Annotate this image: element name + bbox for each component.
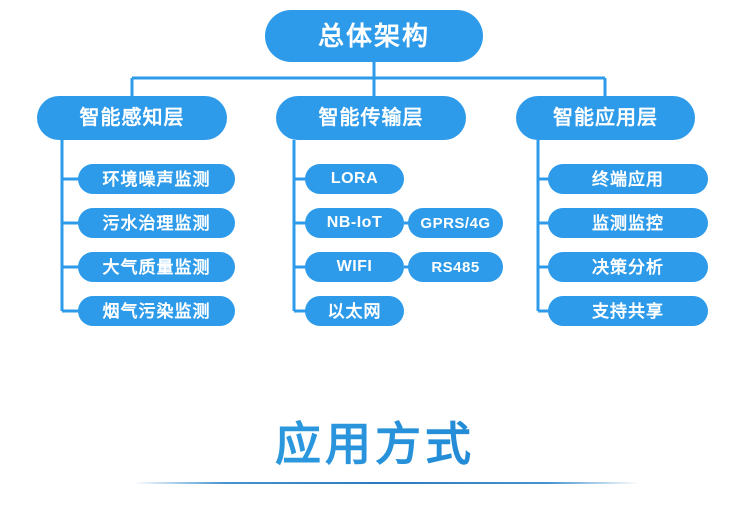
node-side-gprs-4g[interactable]: GPRS/4G [408,208,503,238]
node-leaf-transmission-4[interactable]: 以太网 [305,296,404,326]
node-leaf-perception-4[interactable]: 烟气污染监测 [78,296,235,326]
node-layer-application[interactable]: 智能应用层 [516,96,695,140]
node-side-rs485[interactable]: RS485 [408,252,503,282]
node-leaf-application-2[interactable]: 监测监控 [548,208,708,238]
node-leaf-perception-3[interactable]: 大气质量监测 [78,252,235,282]
section-heading: 应用方式 [0,408,750,474]
node-leaf-transmission-1[interactable]: LORA [305,164,404,194]
node-leaf-transmission-2[interactable]: NB-IoT [305,208,404,238]
node-layer-perception[interactable]: 智能感知层 [37,96,227,140]
node-leaf-transmission-3[interactable]: WIFI [305,252,404,282]
node-leaf-perception-1[interactable]: 环境噪声监测 [78,164,235,194]
node-leaf-application-1[interactable]: 终端应用 [548,164,708,194]
node-root[interactable]: 总体架构 [265,10,483,62]
section-divider [133,482,639,484]
node-layer-transmission[interactable]: 智能传输层 [276,96,466,140]
node-leaf-perception-2[interactable]: 污水治理监测 [78,208,235,238]
node-leaf-application-3[interactable]: 决策分析 [548,252,708,282]
node-leaf-application-4[interactable]: 支持共享 [548,296,708,326]
